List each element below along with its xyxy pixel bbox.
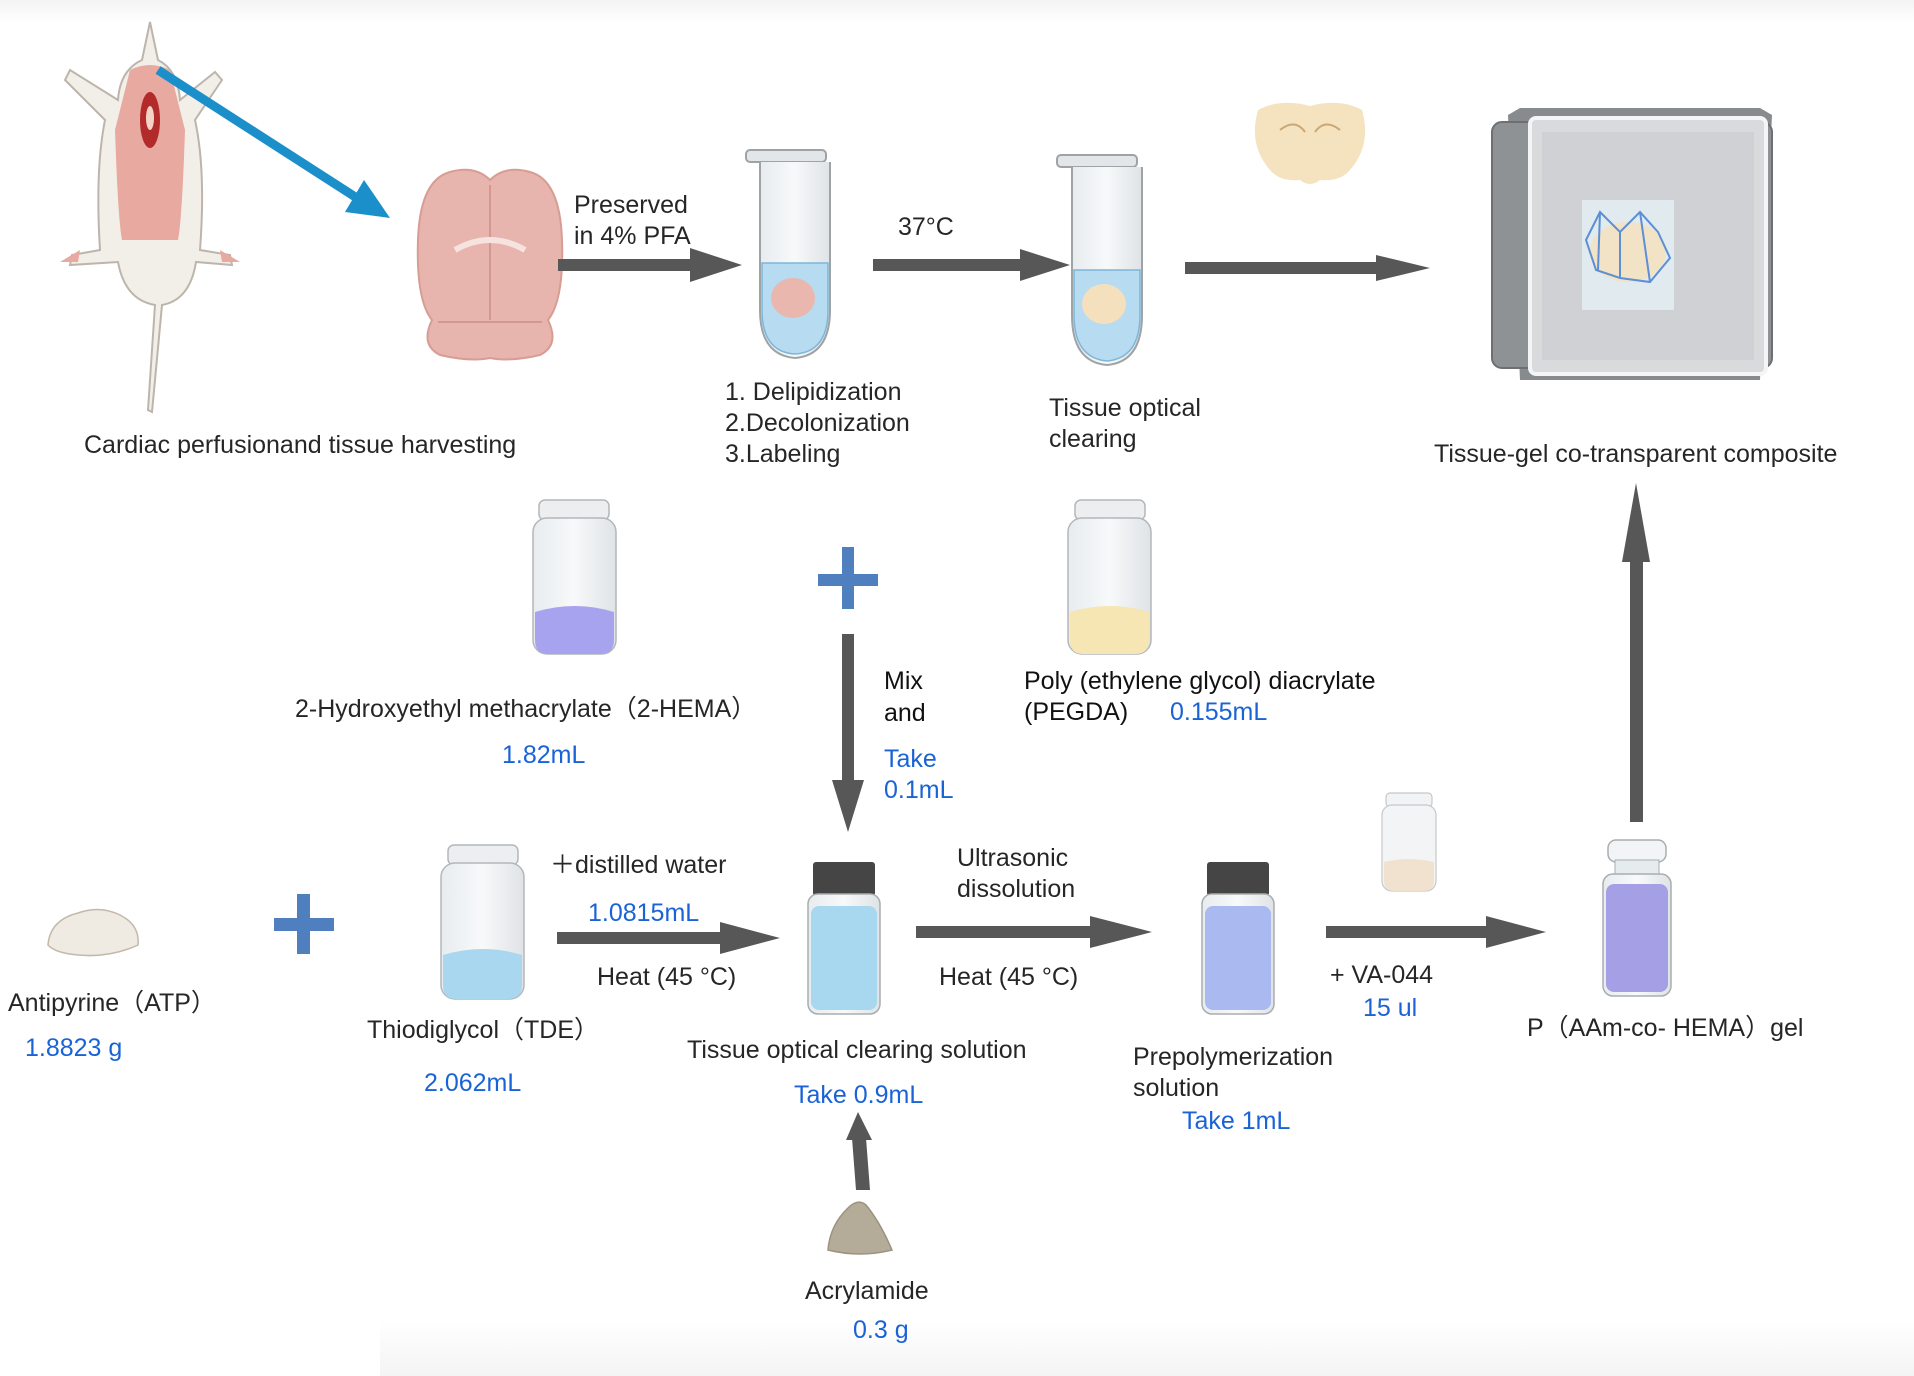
prepoly-name-line1: Prepolymerization: [1133, 1043, 1334, 1071]
acrylamide-name: Acrylamide: [805, 1277, 929, 1305]
mix-label-line2: and: [884, 699, 926, 727]
atp-amount: 1.8823 g: [25, 1034, 123, 1062]
composite-label: Tissue-gel co-transparent composite: [1434, 440, 1838, 468]
pfa-label-line2: in 4% PFA: [574, 222, 691, 250]
prepoly-take: Take 1mL: [1182, 1107, 1291, 1135]
heat-label-2: Heat (45 °C): [939, 963, 1079, 991]
arrow-add-water: [557, 922, 780, 954]
arrow-add-va044: [1326, 916, 1546, 948]
water-amount: 1.0815mL: [588, 899, 700, 927]
step-decolonization: 2.Decolonization: [725, 409, 910, 437]
gel-vial-icon: [1602, 839, 1672, 997]
hema-amount: 1.82mL: [502, 741, 586, 769]
tde-amount: 2.062mL: [424, 1069, 522, 1097]
arrow-mix-down: [832, 634, 864, 832]
take-label-line1: Take: [884, 745, 937, 773]
top-edge-shade: [0, 0, 1914, 22]
va044-amount: 15 ul: [1363, 994, 1418, 1022]
arrow-acrylamide-up: [846, 1112, 872, 1190]
hema-name: 2-Hydroxyethyl methacrylate（2-HEMA）: [295, 695, 757, 723]
clearing-label-line1: Tissue optical: [1049, 394, 1201, 422]
step-labeling: 3.Labeling: [725, 440, 841, 468]
arrow-up-to-composite: [1622, 483, 1650, 822]
temp-label: 37°C: [898, 213, 954, 241]
tube-2-icon: [1056, 154, 1143, 367]
arrow-to-composite: [1185, 255, 1430, 281]
ultrasonic-label-line2: dissolution: [957, 875, 1076, 903]
tube-1-icon: [745, 149, 831, 360]
va044-jar-icon: [1381, 792, 1437, 892]
prepolymerization-vial-icon: [1201, 862, 1275, 1015]
water-label: ＋distilled water: [550, 851, 727, 879]
mix-label-line1: Mix: [884, 667, 923, 695]
acrylamide-powder-icon: [827, 1201, 894, 1255]
clearing-label-line2: clearing: [1049, 425, 1137, 453]
take-label-line2: 0.1mL: [884, 776, 954, 804]
hema-jar-icon: [532, 499, 617, 655]
acrylamide-amount: 0.3 g: [853, 1316, 909, 1344]
arrow-ultrasonic: [916, 916, 1152, 948]
pegda-jar-icon: [1067, 499, 1152, 655]
plus-icon-left: [274, 894, 334, 954]
harvest-label: Cardiac perfusionand tissue harvesting: [84, 431, 517, 459]
pegda-amount: 0.155mL: [1170, 698, 1268, 726]
clearing-solution-vial-icon: [807, 862, 881, 1015]
bottom-edge-shade: [380, 1320, 1914, 1376]
brain-icon: [416, 168, 564, 361]
solution-take: Take 0.9mL: [794, 1081, 924, 1109]
pegda-name-line2: (PEGDA): [1024, 698, 1129, 726]
antipyrine-powder-icon: [47, 908, 139, 957]
cleared-brain-slice-icon: [1254, 102, 1366, 184]
pegda-name-line1: Poly (ethylene glycol) diacrylate: [1024, 667, 1376, 695]
pfa-label-line1: Preserved: [574, 191, 688, 219]
plus-icon-middle: [818, 547, 878, 609]
perfusion-arrow: [155, 66, 390, 218]
arrow-pfa: [558, 248, 742, 282]
prepoly-name-line2: solution: [1133, 1074, 1220, 1102]
ultrasonic-label-line1: Ultrasonic: [957, 844, 1069, 872]
mouse-icon: [60, 21, 240, 414]
va044-label: + VA-044: [1330, 961, 1434, 989]
atp-name: Antipyrine（ATP）: [8, 989, 216, 1017]
step-delipidization: 1. Delipidization: [725, 378, 902, 406]
tde-jar-icon: [440, 844, 525, 1000]
arrow-37c: [873, 249, 1070, 281]
tde-name: Thiodiglycol（TDE）: [367, 1016, 600, 1044]
gel-name: P（AAm-co- HEMA）gel: [1527, 1014, 1804, 1042]
tray-icon: [1491, 108, 1773, 380]
solution-name: Tissue optical clearing solution: [687, 1036, 1027, 1064]
heat-label-1: Heat (45 °C): [597, 963, 737, 991]
